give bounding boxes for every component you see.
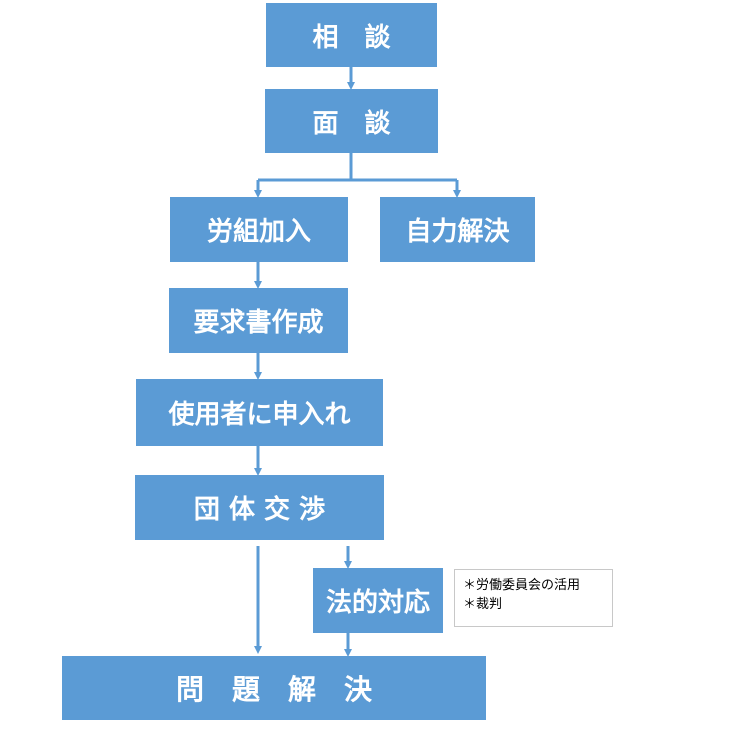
- node-jiriki-kaiketsu: 自力解決: [380, 197, 535, 262]
- node-mondai-kaiketsu-label: 問 題 解 決: [175, 673, 372, 706]
- node-mendan: 面 談: [265, 89, 438, 153]
- node-soudan-label: 相 談: [312, 22, 391, 53]
- legal-options-note: ＊労働委員会の活用 ＊裁判: [454, 569, 613, 627]
- node-youkyuusho-sakusei: 要求書作成: [169, 288, 348, 353]
- node-mondai-kaiketsu: 問 題 解 決: [62, 656, 486, 720]
- node-shiyousha-moushiire-label: 使用者に申入れ: [168, 400, 351, 430]
- node-soudan: 相 談: [266, 3, 437, 67]
- node-shiyousha-moushiire: 使用者に申入れ: [136, 379, 383, 446]
- note-line-labour-commission: ＊労働委員会の活用: [463, 578, 581, 593]
- node-dantai-koushou: 団 体 交 渉: [135, 475, 384, 540]
- node-houteki-taiou: 法的対応: [313, 568, 443, 633]
- node-houteki-taiou-label: 法的対応: [325, 588, 430, 618]
- node-roukumi-kanyu-label: 労組加入: [206, 217, 311, 247]
- node-jiriki-kaiketsu-label: 自力解決: [405, 217, 510, 247]
- node-roukumi-kanyu: 労組加入: [170, 197, 348, 262]
- node-mendan-label: 面 談: [312, 108, 391, 139]
- note-line-court: ＊裁判: [463, 597, 503, 612]
- node-youkyuusho-sakusei-label: 要求書作成: [193, 308, 324, 338]
- node-dantai-koushou-label: 団 体 交 渉: [193, 495, 326, 525]
